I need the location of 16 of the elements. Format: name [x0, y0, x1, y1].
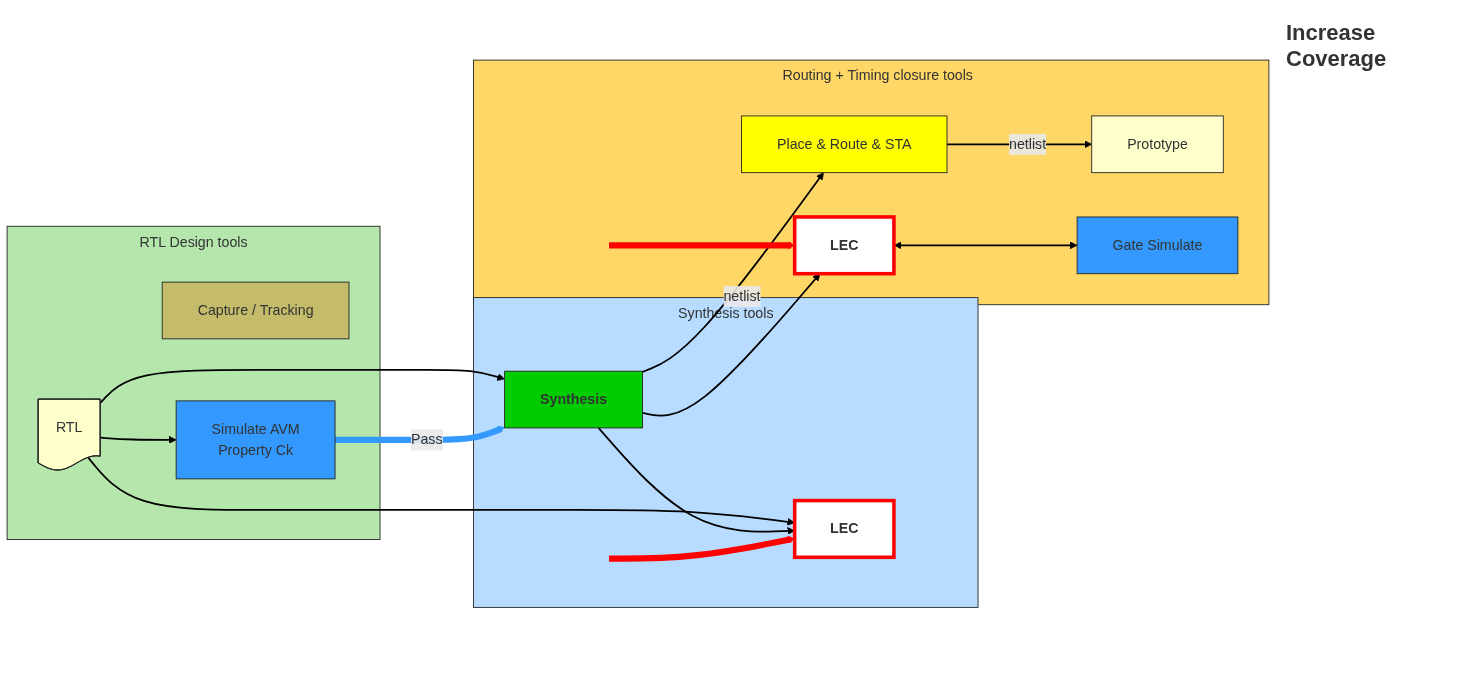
node-box: Synthesis [504, 370, 643, 429]
edge-label: Pass [411, 431, 443, 447]
arrow [99, 368, 505, 404]
arrow [99, 435, 177, 444]
node-box: Place & Route & STA [741, 115, 948, 173]
edge-label: netlist [1009, 136, 1047, 152]
arrow [641, 172, 824, 373]
node-box: LEC [792, 214, 896, 276]
node-box: Simulate AVM Property Ck [175, 400, 336, 480]
arrow [641, 273, 821, 417]
edge-label: netlist [723, 288, 761, 304]
node-box: Capture / Tracking [161, 281, 350, 340]
note-text: Increase Coverage [1286, 20, 1388, 72]
node-box: LEC [792, 498, 896, 559]
node-box: Gate Simulate [1076, 216, 1239, 274]
node-box: Prototype [1091, 115, 1224, 173]
